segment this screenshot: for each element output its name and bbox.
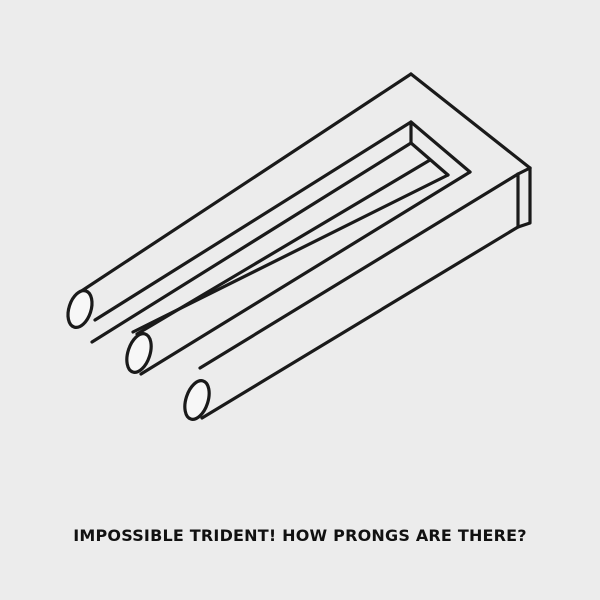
impossible-trident-illustration	[66, 72, 532, 421]
trident-frame	[78, 72, 532, 420]
prong-end-1	[66, 289, 94, 329]
lower-face-top-edge	[198, 172, 520, 370]
prong-end-2	[125, 158, 432, 374]
cap-front-edge	[516, 166, 532, 176]
prong-2-top-edge	[135, 158, 432, 336]
slot-inner-edge	[93, 120, 413, 322]
prong-2-cylinder-end	[125, 332, 153, 374]
slot-middle-rail-inner	[90, 141, 413, 344]
outer-bottom-edge	[200, 225, 520, 420]
caption-text: IMPOSSIBLE TRIDENT! HOW PRONGS ARE THERE…	[73, 526, 527, 545]
prong-3-cylinder-end	[183, 379, 211, 421]
prong-1-cylinder-end	[66, 289, 94, 329]
back-top-edge	[409, 72, 532, 170]
right-cap-face	[516, 166, 532, 229]
outer-top-edge	[78, 72, 413, 294]
slot-lower-rail-edge	[139, 170, 472, 376]
prong-end-3	[183, 379, 211, 421]
